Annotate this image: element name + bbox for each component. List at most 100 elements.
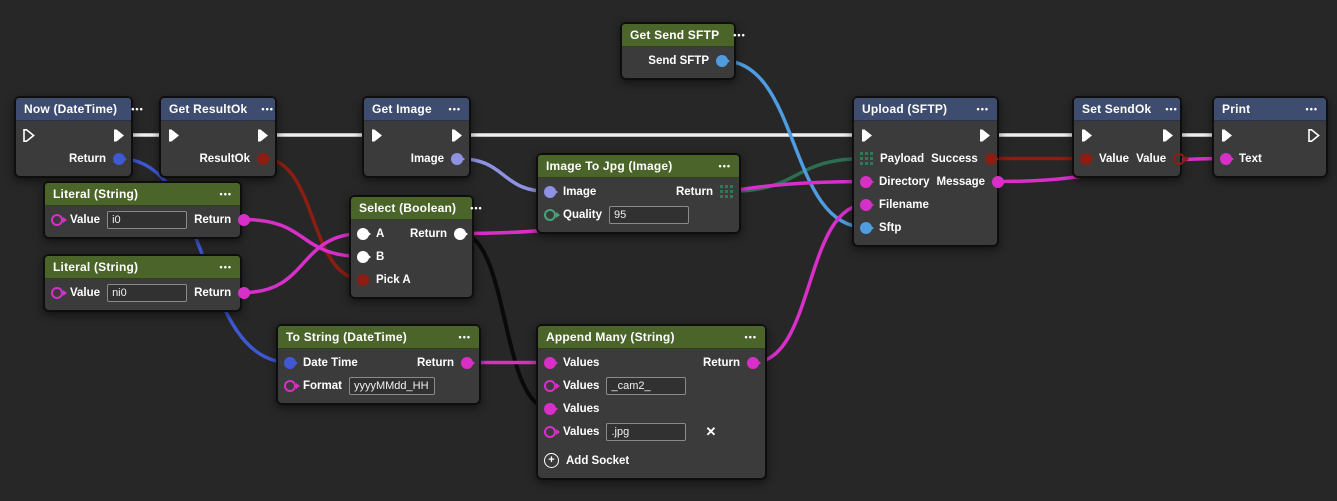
port-filename[interactable] bbox=[860, 198, 872, 211]
port-resultok[interactable] bbox=[257, 152, 269, 165]
node-header[interactable]: To String (DateTime) ••• bbox=[278, 326, 479, 349]
add-socket-label[interactable]: Add Socket bbox=[566, 454, 630, 467]
menu-icon[interactable]: ••• bbox=[744, 332, 757, 342]
node-get-image[interactable]: Get Image ••• Image bbox=[362, 96, 471, 178]
delete-socket-icon[interactable]: ✕ bbox=[705, 424, 717, 439]
port-date-time[interactable] bbox=[284, 356, 296, 369]
exec-in-port[interactable] bbox=[167, 128, 180, 143]
exec-out-port[interactable] bbox=[978, 128, 991, 143]
menu-icon[interactable]: ••• bbox=[470, 203, 483, 213]
node-header[interactable]: Upload (SFTP) ••• bbox=[854, 98, 997, 121]
node-header[interactable]: Get Image ••• bbox=[364, 98, 469, 121]
wire[interactable] bbox=[458, 231, 552, 411]
format-input[interactable] bbox=[348, 376, 435, 395]
exec-out-port[interactable] bbox=[112, 128, 125, 143]
port-return-bytes[interactable] bbox=[720, 185, 733, 198]
exec-in-port[interactable] bbox=[1080, 128, 1093, 143]
value-input[interactable] bbox=[107, 283, 188, 302]
value-input[interactable] bbox=[107, 210, 188, 229]
node-upload-sftp[interactable]: Upload (SFTP) ••• Payload bbox=[852, 96, 1005, 247]
exec-out-port[interactable] bbox=[1161, 128, 1174, 143]
port-return[interactable] bbox=[238, 213, 251, 226]
node-select-boolean[interactable]: Select (Boolean) ••• A Return B Pick bbox=[349, 195, 482, 299]
menu-icon[interactable]: ••• bbox=[131, 104, 144, 114]
node-print[interactable]: Print ••• Text bbox=[1212, 96, 1328, 178]
port-quality[interactable] bbox=[544, 208, 556, 221]
wire[interactable] bbox=[724, 156, 869, 194]
node-header[interactable]: Literal (String) ••• bbox=[45, 256, 240, 279]
port-format[interactable] bbox=[284, 379, 296, 392]
port-return[interactable] bbox=[454, 227, 466, 240]
wire[interactable] bbox=[455, 156, 552, 194]
node-header[interactable]: Now (DateTime) ••• bbox=[16, 98, 143, 121]
node-get-resultok[interactable]: Get ResultOk ••• ResultOk bbox=[159, 96, 277, 178]
port-value-out[interactable] bbox=[1173, 152, 1186, 165]
node-now-datetime[interactable]: Now (DateTime) ••• Return bbox=[14, 96, 143, 178]
wire[interactable] bbox=[261, 156, 365, 282]
wire[interactable] bbox=[720, 58, 868, 230]
menu-icon[interactable]: ••• bbox=[718, 161, 731, 171]
add-socket-icon[interactable]: + bbox=[544, 453, 559, 468]
menu-icon[interactable]: ••• bbox=[733, 30, 746, 40]
port-payload-bytes[interactable] bbox=[860, 152, 873, 165]
port-return[interactable] bbox=[238, 286, 251, 299]
menu-icon[interactable]: ••• bbox=[458, 332, 471, 342]
node-header[interactable]: Get Send SFTP ••• bbox=[622, 24, 745, 47]
port-success[interactable] bbox=[984, 152, 997, 165]
menu-icon[interactable]: ••• bbox=[1165, 104, 1178, 114]
menu-icon[interactable]: ••• bbox=[219, 189, 232, 199]
port-values-2[interactable] bbox=[544, 379, 556, 392]
port-return[interactable] bbox=[461, 356, 473, 369]
menu-icon[interactable]: ••• bbox=[976, 104, 989, 114]
menu-icon[interactable]: ••• bbox=[219, 262, 232, 272]
exec-out-port[interactable] bbox=[1307, 128, 1320, 143]
exec-in-port[interactable] bbox=[370, 128, 383, 143]
port-text[interactable] bbox=[1220, 152, 1232, 165]
node-header[interactable]: Image To Jpg (Image) ••• bbox=[538, 155, 739, 178]
node-header[interactable]: Literal (String) ••• bbox=[45, 183, 240, 206]
port-sftp[interactable] bbox=[860, 221, 872, 234]
node-header[interactable]: Append Many (String) ••• bbox=[538, 326, 765, 349]
values-input[interactable] bbox=[606, 376, 687, 395]
port-directory[interactable] bbox=[860, 175, 872, 188]
node-header[interactable]: Set SendOk ••• bbox=[1074, 98, 1180, 121]
node-append-many-string[interactable]: Append Many (String) ••• Values Return V… bbox=[536, 324, 767, 480]
menu-icon[interactable]: ••• bbox=[261, 104, 274, 114]
port-image[interactable] bbox=[451, 152, 463, 165]
wire[interactable] bbox=[751, 202, 868, 365]
node-header[interactable]: Select (Boolean) ••• bbox=[351, 197, 482, 220]
port-value[interactable] bbox=[51, 213, 63, 226]
node-header[interactable]: Get ResultOk ••• bbox=[161, 98, 275, 121]
wire[interactable] bbox=[242, 217, 365, 259]
exec-in-port[interactable] bbox=[22, 128, 35, 143]
values-input[interactable] bbox=[606, 422, 687, 441]
port-value[interactable] bbox=[51, 286, 63, 299]
port-b[interactable] bbox=[357, 250, 369, 263]
port-message[interactable] bbox=[992, 175, 1005, 188]
exec-out-port[interactable] bbox=[256, 128, 269, 143]
port-pick-a[interactable] bbox=[357, 273, 369, 286]
exec-in-port[interactable] bbox=[860, 128, 873, 143]
port-values-1[interactable] bbox=[544, 356, 556, 369]
node-literal-string-2[interactable]: Literal (String) ••• Value Return bbox=[43, 254, 251, 312]
node-image-to-jpg[interactable]: Image To Jpg (Image) ••• Image Return Qu… bbox=[536, 153, 741, 234]
node-get-send-sftp[interactable]: Get Send SFTP ••• Send SFTP bbox=[620, 22, 745, 80]
wire[interactable] bbox=[242, 231, 365, 295]
node-to-string-datetime[interactable]: To String (DateTime) ••• Date Time Retur… bbox=[276, 324, 481, 405]
port-value-in[interactable] bbox=[1080, 152, 1092, 165]
menu-icon[interactable]: ••• bbox=[448, 104, 461, 114]
exec-in-port[interactable] bbox=[1220, 128, 1233, 143]
port-return[interactable] bbox=[113, 152, 125, 165]
port-values-3[interactable] bbox=[544, 402, 556, 415]
exec-out-port[interactable] bbox=[450, 128, 463, 143]
node-header[interactable]: Print ••• bbox=[1214, 98, 1326, 121]
port-values-4[interactable] bbox=[544, 425, 556, 438]
port-image[interactable] bbox=[544, 185, 556, 198]
menu-icon[interactable]: ••• bbox=[1305, 104, 1318, 114]
quality-input[interactable] bbox=[608, 205, 689, 224]
node-literal-string-1[interactable]: Literal (String) ••• Value Return bbox=[43, 181, 251, 239]
node-set-sendok[interactable]: Set SendOk ••• Value Value bbox=[1072, 96, 1186, 178]
port-send-sftp[interactable] bbox=[716, 54, 728, 67]
port-a[interactable] bbox=[357, 227, 369, 240]
